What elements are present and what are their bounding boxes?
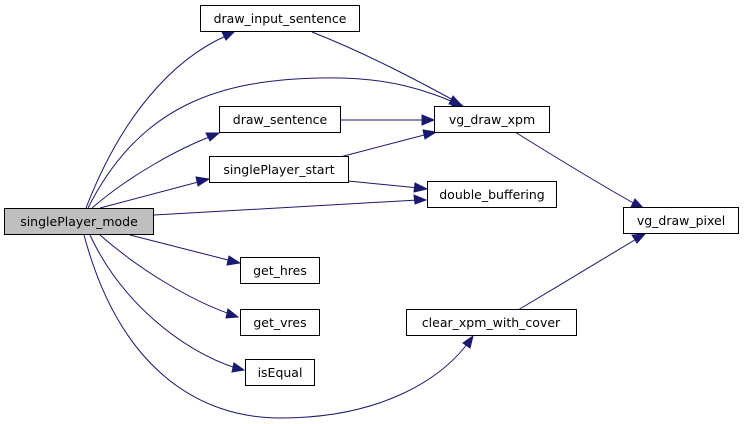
edge-arrowhead [413, 182, 429, 193]
node-label: vg_draw_xpm [449, 112, 535, 127]
edge-arrowhead [231, 362, 246, 373]
node-get-hres[interactable]: get_hres [240, 257, 320, 284]
node-isequal[interactable]: isEqual [245, 359, 315, 386]
node-label: double_buffering [439, 187, 544, 202]
edge-mode-to-singleplayer-start [99, 180, 203, 209]
nodes: singlePlayer_mode draw_input_sentence dr… [4, 5, 739, 386]
edge-arrowhead [225, 308, 240, 319]
edge-mode-to-vg-draw-xpm [87, 77, 459, 209]
node-draw-sentence[interactable]: draw_sentence [219, 106, 341, 133]
edge-mode-to-draw-input-sentence [85, 34, 229, 209]
node-label: draw_sentence [233, 112, 328, 127]
edge-vg-draw-xpm-to-vg-draw-pixel [514, 131, 638, 206]
node-label: clear_xpm_with_cover [422, 315, 561, 330]
edge-mode-to-isequal [89, 234, 237, 369]
node-label: draw_input_sentence [214, 11, 347, 26]
node-double-buffering[interactable]: double_buffering [427, 181, 557, 208]
edge-arrowhead [421, 114, 436, 126]
node-singleplayer-mode[interactable]: singlePlayer_mode [4, 208, 154, 235]
node-draw-input-sentence[interactable]: draw_input_sentence [200, 5, 360, 32]
edge-arrowhead [413, 194, 428, 205]
edge-arrowhead [462, 334, 474, 349]
edge-mode-to-double-buffering [153, 199, 419, 216]
edge-singleplayer-start-to-double-buffering [347, 180, 420, 189]
edge-arrowhead [221, 30, 237, 41]
node-label: get_hres [253, 263, 307, 278]
node-vg-draw-xpm[interactable]: vg_draw_xpm [434, 106, 550, 133]
node-label: vg_draw_pixel [637, 213, 725, 228]
node-label: singlePlayer_start [223, 162, 334, 177]
edge-mode-to-draw-sentence [91, 135, 213, 209]
edge-clear-xpm-to-vg-draw-pixel [517, 237, 639, 311]
node-clear-xpm-with-cover[interactable]: clear_xpm_with_cover [406, 309, 577, 336]
edge-arrowhead [205, 132, 221, 142]
edge-arrowhead [226, 255, 242, 266]
edge-arrowhead [195, 176, 211, 187]
edge-mode-to-clear-xpm-with-cover [83, 234, 469, 419]
edge-arrowhead [422, 129, 438, 140]
edges [83, 30, 647, 419]
edge-mode-to-get-hres [129, 234, 233, 262]
node-label: isEqual [258, 365, 303, 380]
node-label: singlePlayer_mode [20, 214, 138, 229]
node-label: get_vres [253, 315, 306, 330]
node-singleplayer-start[interactable]: singlePlayer_start [209, 156, 349, 183]
node-get-vres[interactable]: get_vres [240, 309, 320, 336]
edge-singleplayer-start-to-vg-draw-xpm [339, 133, 429, 158]
edge-draw-input-sentence-to-vg-draw-xpm [311, 31, 456, 102]
edge-arrowhead [631, 233, 647, 244]
edge-mode-to-get-vres [99, 234, 231, 315]
edge-arrowhead [448, 95, 464, 107]
node-vg-draw-pixel[interactable]: vg_draw_pixel [623, 207, 739, 234]
